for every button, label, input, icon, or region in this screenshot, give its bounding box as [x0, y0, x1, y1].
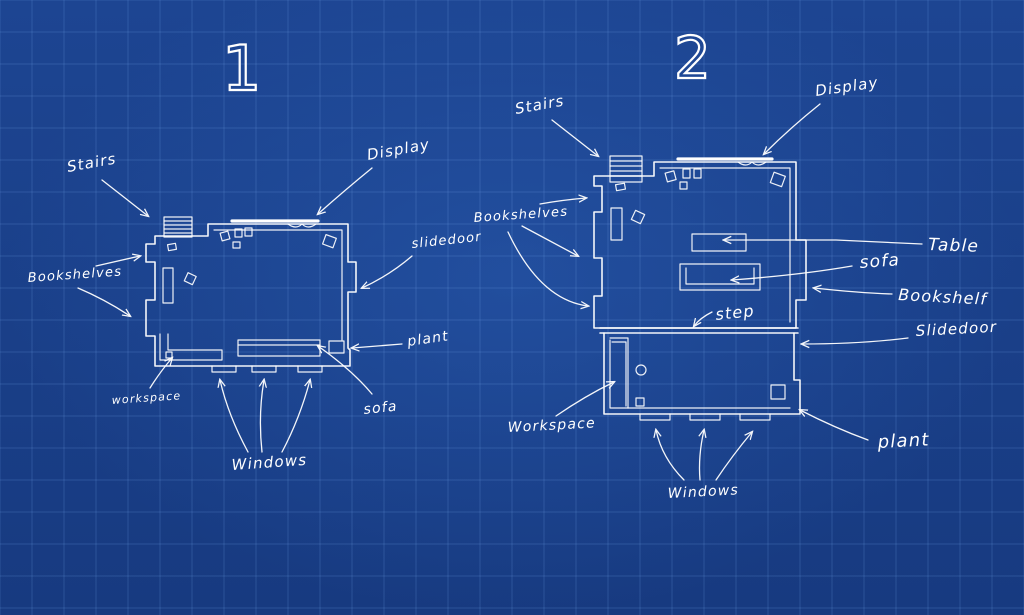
plan-2-arrow-bookshelf: [814, 288, 893, 295]
plan-1-sofa: [237, 339, 321, 357]
plan-2-label-stairs: Stairs: [514, 92, 566, 118]
plan-1-label-workspace: workspace: [111, 389, 181, 407]
plan-1: 1: [27, 31, 483, 474]
plan-2-workspace: [609, 337, 629, 409]
plan-2-arrow-plant: [800, 410, 869, 441]
plan-1-display-curve: [287, 223, 317, 228]
plan-1-label-slidedoor: slidedoor: [411, 230, 483, 252]
plan-2-workspace-chair: [635, 364, 647, 376]
plan-1-arrow-plant: [352, 344, 403, 348]
plan-2-arrow-sofa: [732, 265, 853, 280]
plan-2-arrow-display: [764, 103, 821, 154]
plan-2-label-bookshelves: Bookshelves: [473, 204, 568, 226]
plan-1-number: 1: [222, 32, 261, 105]
plan-2-label-sofa: sofa: [859, 250, 901, 273]
plan-2-arrow-windows-b: [700, 430, 705, 481]
plan-1-arrow-windows-c: [281, 380, 310, 453]
plan-1-furniture-top: [166, 227, 337, 286]
plan-2-windows-marks: [639, 413, 771, 421]
plan-1-workspace: [159, 333, 223, 361]
plan-1-label-windows: Windows: [231, 451, 308, 474]
plan-1-arrow-bookshelves-b: [77, 287, 130, 316]
plan-2-arrow-bookshelves-c: [507, 231, 588, 306]
plan-2: 2: [473, 23, 997, 502]
plan-1-plant: [328, 340, 345, 354]
plan-1-label-plant: plant: [405, 328, 450, 350]
plan-1-arrow-slidedoor: [362, 255, 413, 288]
plan-2-display-curve: [737, 161, 767, 166]
plan-2-inner-wall: [659, 167, 791, 323]
plan-2-label-workspace: Workspace: [507, 415, 596, 436]
plan-2-sofa: [679, 263, 761, 291]
plan-1-walls: [145, 223, 357, 367]
plan-2-bookshelf: [610, 207, 623, 241]
plan-2-label-bookshelf: Bookshelf: [898, 285, 989, 309]
plan-2-label-display: Display: [814, 73, 880, 100]
plan-2-label-step: step: [714, 301, 755, 324]
plan-2-number: 2: [674, 24, 711, 92]
plan-2-walls-lower: [603, 332, 801, 415]
plan-2-workspace-box: [635, 397, 645, 407]
plan-2-plant: [770, 384, 786, 400]
plan-1-workspace-chair: [165, 351, 173, 359]
plan-1-inner-wall: [213, 229, 343, 341]
plan-2-label-slidedoor: Slidedoor: [915, 318, 997, 340]
plan-1-stairs: [163, 216, 193, 238]
plan-1-label-stairs: Stairs: [66, 150, 118, 176]
plan-2-table: [691, 233, 747, 252]
plan-2-label-plant: plant: [876, 429, 930, 453]
plan-2-arrow-bookshelves-a: [539, 198, 586, 205]
plan-2-label-table: Table: [928, 235, 980, 257]
plan-2-walls-upper: [593, 161, 807, 329]
plan-2-arrow-windows-a: [656, 430, 685, 481]
plan-2-stairs: [609, 155, 643, 183]
plan-1-arrow-display: [318, 167, 373, 214]
plan-1-arrow-stairs: [101, 179, 148, 216]
plan-1-arrow-bookshelves-a: [95, 256, 140, 267]
plan-1-arrow-windows-b: [260, 380, 264, 453]
plan-1-windows-marks: [211, 365, 323, 373]
plan-2-arrow-bookshelves-b: [521, 225, 578, 256]
plan-2-arrow-step: [694, 311, 713, 326]
plan-2-arrow-workspace: [555, 382, 614, 417]
plan-1-arrow-workspace: [149, 358, 172, 389]
plan-2-furniture-top: [614, 168, 786, 225]
plan-1-label-bookshelves: Bookshelves: [27, 264, 122, 286]
plan-2-arrow-windows-c: [715, 432, 752, 481]
plan-1-arrow-windows-a: [220, 380, 249, 453]
plan-1-arrow-sofa: [318, 346, 373, 395]
plan-1-bookshelf: [162, 267, 174, 304]
plan-1-label-sofa: sofa: [363, 398, 399, 417]
plan-2-arrow-slidedoor: [802, 337, 909, 344]
plan-2-inner-lower: [609, 339, 791, 409]
plan-2-arrow-table: [724, 240, 923, 245]
plan-2-arrow-stairs: [551, 119, 598, 156]
plan-2-label-windows: Windows: [667, 482, 739, 502]
plan-1-label-display: Display: [366, 135, 432, 164]
